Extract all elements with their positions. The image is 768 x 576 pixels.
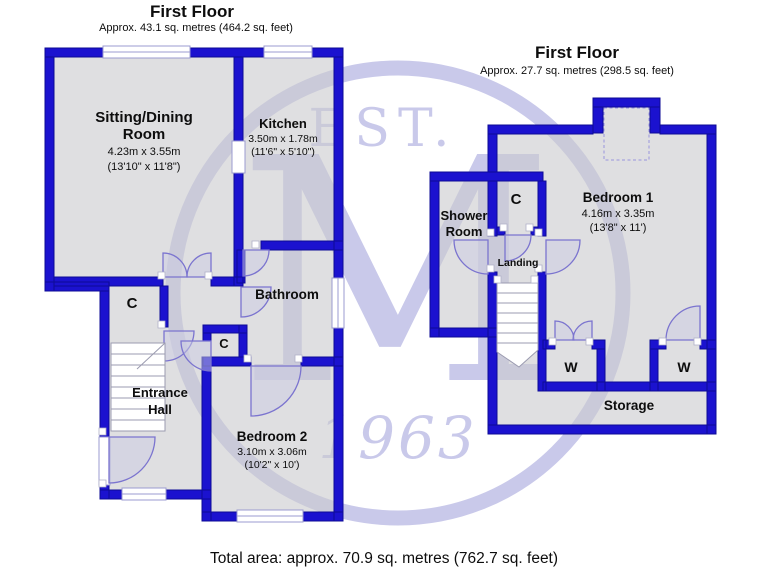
plan-left-subtitle: Approx. 43.1 sq. metres (464.2 sq. feet) <box>99 22 293 34</box>
wardrobe-right-door-swing <box>665 305 701 341</box>
label-kitchen: Kitchen <box>259 116 307 131</box>
wardrobe-left-door-swing-2 <box>572 320 593 341</box>
label-shower-room-2: Room <box>446 224 483 239</box>
label-entrance-hall-2: Hall <box>148 402 172 417</box>
label-entrance-hall-1: Entrance <box>132 385 188 400</box>
window-bathroom-right <box>331 277 345 329</box>
door-hinges-left-plan <box>98 240 303 488</box>
label-shower-room-1: Shower <box>441 208 488 223</box>
label-bedroom2-imperial: (10'2" x 10') <box>244 459 299 471</box>
label-sitting-dining-1: Sitting/Dining <box>95 109 192 126</box>
plan-right-subtitle: Approx. 27.7 sq. metres (298.5 sq. feet) <box>480 65 674 77</box>
label-kitchen-imperial: (11'6" x 5'10") <box>251 146 315 158</box>
window-kitchen-top <box>263 45 313 59</box>
stairs-upper <box>496 282 539 368</box>
plan-left: First Floor Approx. 43.1 sq. metres (464… <box>44 2 345 523</box>
front-door-swing <box>108 436 156 484</box>
watermark-year: 1963 <box>318 404 478 472</box>
window-bedroom2-bottom <box>236 509 304 523</box>
bedroom2-door-swing <box>250 365 302 417</box>
label-sitting-dining-metric: 4.23m x 3.55m <box>108 146 181 158</box>
stairs-ground <box>110 342 166 432</box>
label-bedroom1: Bedroom 1 <box>583 190 654 205</box>
window-sitting-top <box>102 45 191 59</box>
sitting-door-right-swing <box>186 252 212 278</box>
kitchen-hatch-opening <box>231 140 246 174</box>
label-wardrobe-right: W <box>677 359 691 375</box>
label-bedroom2-metric: 3.10m x 3.06m <box>237 446 307 458</box>
label-bedroom1-imperial: (13'8" x 11') <box>590 222 647 234</box>
label-wardrobe-left: W <box>564 359 578 375</box>
kitchen-bathroom-door-swing <box>242 249 270 277</box>
door-hinges-right-plan <box>486 223 702 346</box>
plan-right: First Floor Approx. 27.7 sq. metres (298… <box>429 43 717 435</box>
label-bathroom: Bathroom <box>255 287 319 302</box>
shower-room-door-swing <box>453 239 489 275</box>
plan-right-title: First Floor <box>535 43 619 62</box>
label-sitting-dining-2: Room <box>123 126 166 143</box>
label-cupboard-upper: C <box>127 295 138 312</box>
label-cupboard: C <box>511 191 522 208</box>
window-hall-bottom <box>121 487 167 501</box>
total-area-text: Total area: approx. 70.9 sq. metres (762… <box>210 550 558 567</box>
label-bedroom1-metric: 4.16m x 3.35m <box>582 208 655 220</box>
label-bedroom2: Bedroom 2 <box>237 429 308 444</box>
chimney-breast-dashed <box>603 107 650 161</box>
bedroom1-door-swing <box>545 239 581 275</box>
label-kitchen-metric: 3.50m x 1.78m <box>248 133 318 145</box>
label-sitting-dining-imperial: (13'10" x 11'8") <box>108 161 181 173</box>
cupboard-lower-door-swing <box>180 340 212 372</box>
plan-left-title: First Floor <box>150 2 234 21</box>
label-storage: Storage <box>604 398 655 413</box>
cupboard-door-swing <box>504 234 532 262</box>
label-cupboard-lower: C <box>219 336 229 351</box>
label-landing: Landing <box>498 257 539 269</box>
bathroom-door-swing <box>240 286 272 318</box>
